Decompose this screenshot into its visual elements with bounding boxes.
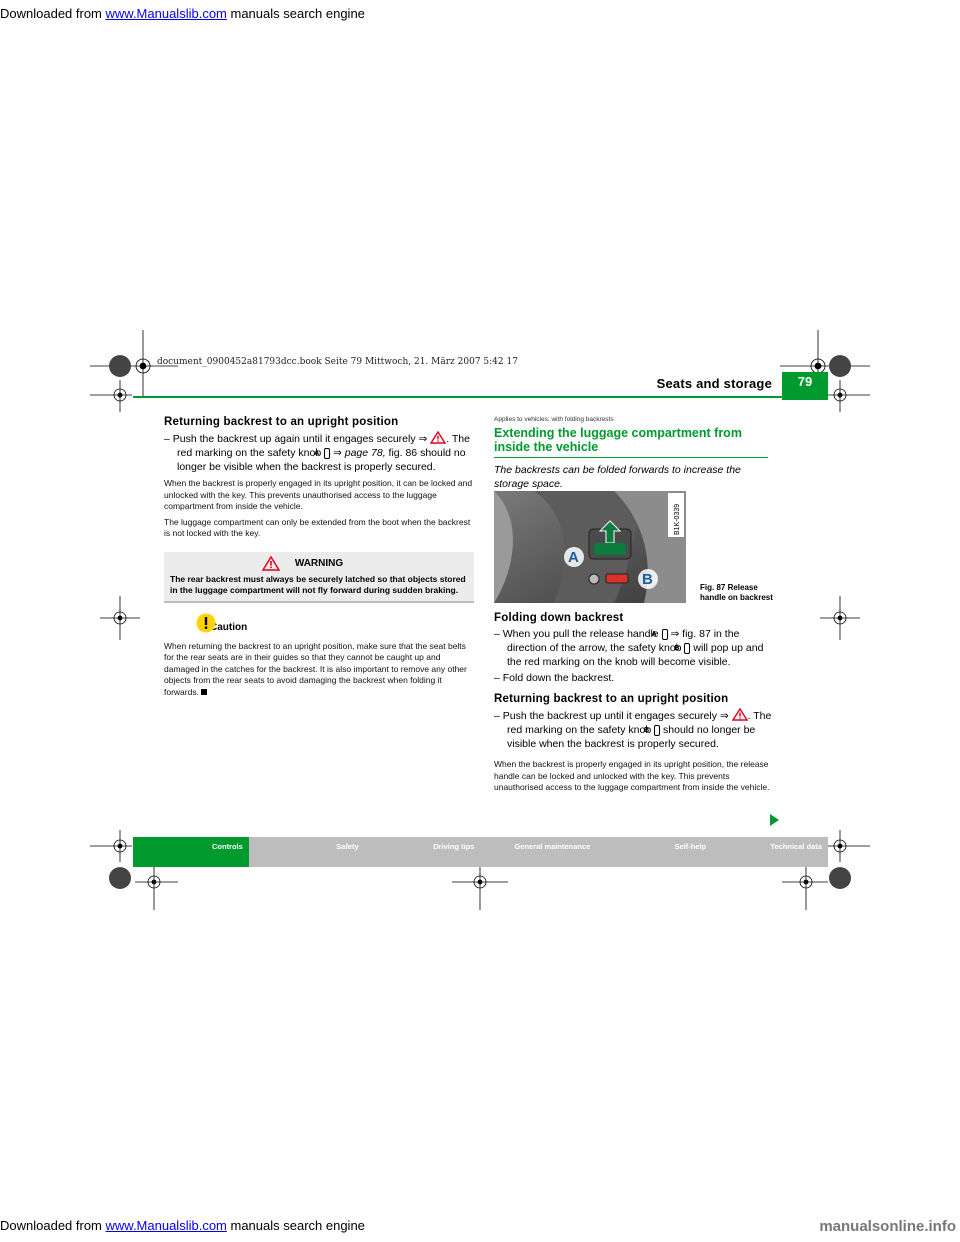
figure-caption: Fig. 87 Release handle on backrest [700,583,773,602]
instruction-step: – Push the backrest up until it engages … [494,707,774,751]
banner-suffix: manuals search engine [226,6,365,21]
fold-heading: Folding down backrest [494,612,624,624]
body-paragraph: When the backrest is properly engaged in… [494,759,770,792]
warning-title: WARNING [170,555,468,571]
page-number: 79 [782,372,828,400]
page-reference-link[interactable]: page 78, [344,447,386,459]
knob-badge-b: B [644,725,661,736]
warning-triangle-icon [429,430,447,444]
instruction-step: – Push the backrest up again until it en… [164,430,474,474]
caution-icon [196,613,216,632]
body-paragraph: When the backrest is properly engaged in… [164,478,473,511]
warning-text: The rear backrest must always be securel… [170,573,466,596]
instruction-step: – Fold down the backrest. [494,672,615,684]
applies-to: Applies to vehicles: with folding backre… [494,416,614,423]
caution-text: When returning the backrest to an uprigh… [164,641,474,699]
step-text-d: fig. 86 should no longer be visible when… [177,447,466,473]
knob-badge-a: A [314,448,331,459]
tab-self-help[interactable]: Self-help [596,837,713,867]
continue-arrow-icon [770,814,779,826]
instruction-step: – When you pull the release handle A ⇒ f… [494,627,774,669]
header-rule [133,396,828,398]
svg-text:B: B [642,571,653,588]
handle-badge-a: A [652,629,668,640]
footer-nav: Controls Safety Driving tips General mai… [133,837,828,867]
download-banner-top: Downloaded from www.Manualslib.com manua… [0,6,365,21]
banner-suffix: manuals search engine [226,1218,365,1233]
tab-safety[interactable]: Safety [248,837,365,867]
tab-general-maintenance[interactable]: General maintenance [480,837,597,867]
tab-controls[interactable]: Controls [133,837,249,867]
warning-box: WARNING The rear backrest must always be… [164,551,474,603]
banner-prefix: Downloaded from [0,6,106,21]
manualslib-link[interactable]: www.Manualslib.com [105,1218,227,1233]
figure-87-image: A B B1K-0339 [494,491,686,603]
step-text: . The red marking on the safety knob [507,710,772,736]
book-reference: document_0900452a81793dcc.book Seite 79 … [157,357,518,367]
intro-text: The backrests can be folded forwards to … [494,464,741,490]
warning-triangle-icon [731,707,748,721]
step-text: should no longer be visible when the bac… [507,724,756,750]
step-text: – Push the backrest up until it engages … [494,710,729,722]
section-heading: Returning backrest to an upright positio… [164,416,399,428]
manualsonline-watermark: manualsonline.info [819,1218,956,1235]
step-text-a: – Push the backrest up again until it en… [164,433,428,445]
section-title: Extending the luggage compartment from i… [494,426,768,458]
caution-text-body: When returning the backrest to an uprigh… [164,640,467,697]
tab-driving-tips[interactable]: Driving tips [364,837,481,867]
right-column-bottom: Folding down backrest – When you pull th… [494,612,774,794]
body-paragraph: The luggage compartment can only be exte… [164,516,471,539]
left-column: Returning backrest to an upright positio… [164,416,474,698]
caution-title-text: Caution [210,621,248,633]
svg-text:A: A [568,549,579,566]
manualslib-link[interactable]: www.Manualslib.com [105,6,227,21]
knob-badge-b: B [674,643,691,654]
step-text: ⇒ fig. 87 in the direction of the arrow,… [507,628,740,654]
step-text: will pop up and the red marking on the k… [507,642,764,668]
page-header-title: Seats and storage [656,376,772,391]
right-column-top: Applies to vehicles: with folding backre… [494,416,774,491]
figure-code: B1K-0339 [674,504,681,535]
download-banner-bottom: Downloaded from www.Manualslib.com manua… [0,1218,960,1235]
release-handle-illustration: A B B1K-0339 [494,491,686,603]
step-text-b: . The red marking on the safety knob [177,433,470,459]
caution-title: Caution [164,613,474,635]
warning-triangle-icon [262,555,280,571]
return-heading: Returning backrest to an upright positio… [494,693,729,705]
end-marker-icon [201,688,208,695]
step-arrow: ⇒ [333,447,342,459]
step-text: – When you pull the release handle [494,628,659,640]
banner-prefix: Downloaded from [0,1218,106,1233]
warning-title-text: WARNING [294,557,344,569]
tab-technical-data[interactable]: Technical data [712,837,828,867]
